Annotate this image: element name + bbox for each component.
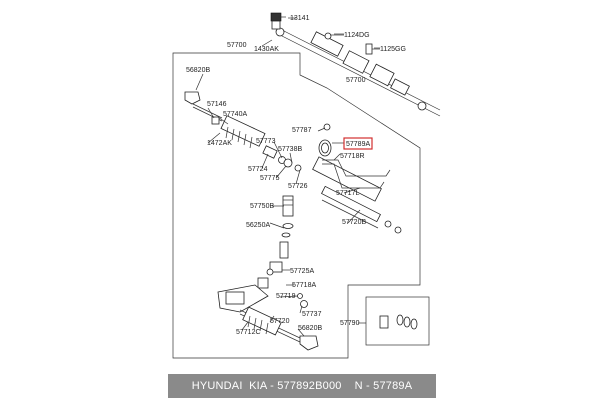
label-57719: 57719 [276,293,296,300]
label-56820b-bot: 56820B [298,325,322,332]
pressure-lines [322,159,391,189]
parts-diagram: 13141 1124DG 1430AK 1125GG 57700 57700 5… [172,12,441,359]
label-56250a: 56250A [246,222,270,229]
label-56820b-top: 56820B [186,67,210,74]
label-57750b: 57750B [250,203,274,210]
kit-boundary [172,52,421,359]
label-57718a: 57718A [292,282,316,289]
label-57712c: 57712C [236,329,261,336]
label-57775: 57775 [260,175,280,182]
gear-housing-lower [217,284,319,351]
tie-rod-upper-left [184,91,286,164]
label-57737: 57737 [302,311,322,318]
label-57726: 57726 [288,183,308,190]
seal-ring-57789a [318,123,332,157]
label-57738b: 57738B [278,146,302,153]
label-57720: 57720 [270,318,290,325]
label-1125gg: 1125GG [380,46,406,53]
label-57700-box: 57700 [227,42,247,49]
label-57789a: 57789A [346,141,370,148]
label-57718r: 57718R [340,153,365,160]
leader-lines [195,16,380,337]
label-57700-top: 57700 [346,77,366,84]
label-57717l: 57717L [336,190,359,197]
label-1124dg: 1124DG [344,32,370,39]
rack-housing [283,156,402,234]
label-1472ak: 1472AK [207,140,232,147]
caption-number: N - 57789A [354,380,413,392]
label-13141: 13141 [290,15,310,22]
label-57720b: 57720B [342,219,366,226]
steering-gear-assembly-overview [261,12,441,117]
highlight-box-57789a [343,137,373,150]
pinion-valve [257,195,294,289]
label-57725a: 57725A [290,268,314,275]
part-number-caption: HYUNDAI KIA - 577892B000 N - 57789A [168,374,436,398]
inset-seal-kit-57790 [365,296,430,346]
label-57724: 57724 [248,166,268,173]
label-57790: 57790 [340,320,360,327]
label-57787: 57787 [292,127,312,134]
caption-brand-part: HYUNDAI KIA - 577892B000 [191,380,342,392]
label-57740a: 57740A [223,111,247,118]
label-57146: 57146 [207,101,227,108]
label-57773: 57773 [256,138,276,145]
label-1430ak: 1430AK [254,46,279,53]
